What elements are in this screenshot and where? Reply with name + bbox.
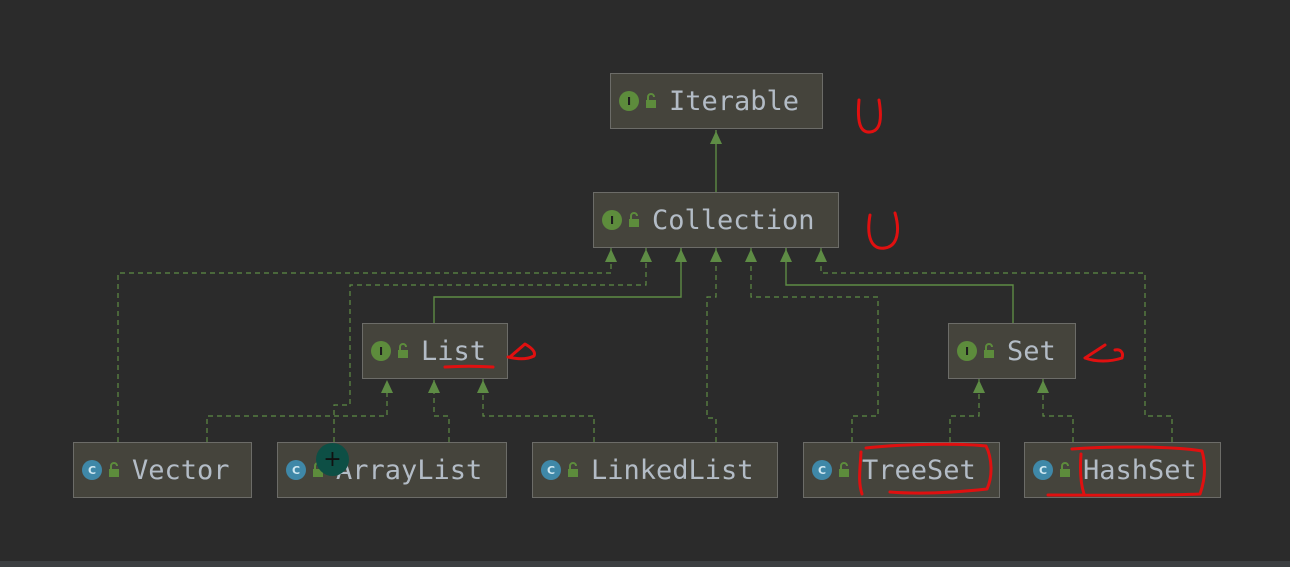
class-icon: C — [541, 460, 561, 480]
node-label: List — [421, 335, 487, 367]
edge-linkedlist-collection — [706, 248, 717, 442]
node-label: HashSet — [1083, 454, 1197, 486]
edge-treeset-set — [949, 379, 980, 442]
node-list[interactable]: I List — [362, 323, 508, 379]
arrowhead-set-2 — [1037, 380, 1049, 393]
arrowhead-set-1 — [973, 380, 985, 393]
arrowhead-collection-1 — [605, 249, 617, 262]
node-label: Vector — [132, 454, 230, 486]
unlock-icon — [109, 462, 119, 477]
class-icon: C — [286, 460, 306, 480]
arrowhead-collection-3 — [675, 249, 687, 262]
annotation-mark-set — [1083, 343, 1124, 363]
annotation-mark-list — [506, 342, 536, 361]
class-icon: C — [812, 460, 832, 480]
edge-arraylist-collection — [333, 248, 647, 442]
interface-icon: I — [619, 91, 639, 111]
node-collection[interactable]: I Collection — [593, 192, 839, 248]
annotation-box-treeset — [858, 442, 993, 496]
plus-cursor-icon: + — [316, 443, 349, 476]
node-label: LinkedList — [591, 454, 754, 486]
node-iterable[interactable]: I Iterable — [610, 73, 823, 129]
unlock-icon — [646, 93, 656, 108]
node-hashset[interactable]: C HashSet — [1024, 442, 1221, 498]
arrowhead-list-1 — [381, 380, 393, 393]
annotation-mark-collection — [867, 211, 899, 250]
annotation-underline-list — [443, 364, 495, 369]
node-vector[interactable]: C Vector — [73, 442, 252, 498]
interface-icon: I — [602, 210, 622, 230]
edge-arraylist-list — [433, 379, 450, 442]
annotation-box-hashset — [1046, 445, 1206, 497]
unlock-icon — [398, 343, 408, 358]
dashed-edges — [117, 248, 1173, 442]
edge-set-collection — [785, 248, 1014, 323]
arrowhead-collection-4 — [710, 249, 722, 262]
interface-icon: I — [371, 341, 391, 361]
node-set[interactable]: I Set — [948, 323, 1076, 379]
class-icon: C — [82, 460, 102, 480]
node-label: Set — [1007, 335, 1056, 367]
edge-hashset-set — [1042, 379, 1074, 442]
node-label: Collection — [652, 204, 815, 236]
arrowhead-list-2 — [428, 380, 440, 393]
arrowhead-collection-7 — [815, 249, 827, 262]
node-arraylist[interactable]: C ArrayList — [277, 442, 507, 498]
arrowhead-collection-5 — [745, 249, 757, 262]
unlock-icon — [984, 343, 994, 358]
status-bar-strip — [0, 561, 1290, 567]
node-label: Iterable — [669, 85, 800, 117]
edge-list-collection — [433, 248, 682, 323]
edge-linkedlist-list — [482, 379, 595, 442]
unlock-icon — [568, 462, 578, 477]
edge-treeset-collection — [750, 248, 879, 442]
unlock-icon — [629, 212, 639, 227]
class-icon: C — [1033, 460, 1053, 480]
node-treeset[interactable]: C TreeSet — [803, 442, 1000, 498]
arrowhead-iterable — [710, 131, 722, 144]
node-linkedlist[interactable]: C LinkedList — [532, 442, 778, 498]
unlock-icon — [1060, 462, 1070, 477]
edge-vector-list — [206, 379, 388, 442]
arrowhead-collection-6 — [780, 249, 792, 262]
unlock-icon — [839, 462, 849, 477]
interface-icon: I — [957, 341, 977, 361]
arrowheads — [381, 131, 1049, 393]
node-label: ArrayList — [336, 454, 483, 486]
annotation-mark-iterable — [856, 98, 882, 134]
edge-vector-collection — [117, 248, 612, 442]
edge-hashset-collection — [820, 248, 1173, 442]
arrowhead-collection-2 — [640, 249, 652, 262]
arrowhead-list-3 — [477, 380, 489, 393]
node-label: TreeSet — [862, 454, 976, 486]
